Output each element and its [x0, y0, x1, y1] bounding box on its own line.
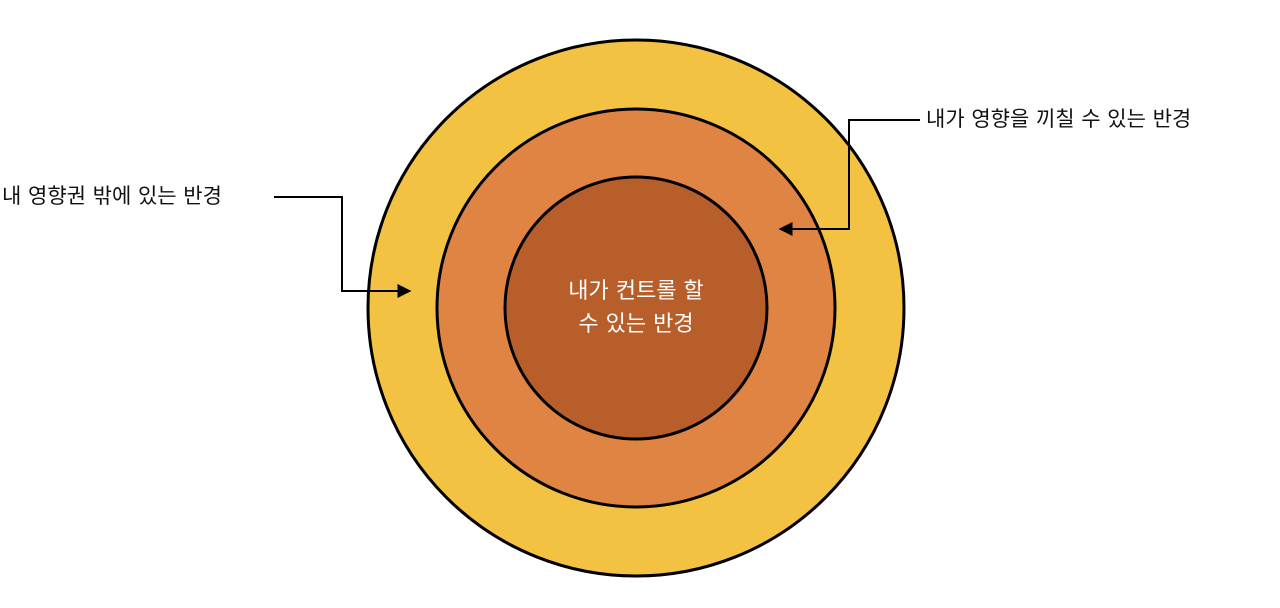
outer-ring-label: 내 영향권 밖에 있는 반경 — [2, 184, 222, 208]
inner-circle — [503, 175, 769, 441]
outer-ring-leader-arrow — [274, 196, 412, 298]
center-label-line2: 수 있는 반경 — [578, 312, 693, 337]
middle-ring-label: 내가 영향을 끼칠 수 있는 반경 — [926, 107, 1191, 131]
middle-ring-leader-arrow — [778, 119, 920, 236]
center-label-line1: 내가 컨트롤 할 — [568, 279, 703, 304]
